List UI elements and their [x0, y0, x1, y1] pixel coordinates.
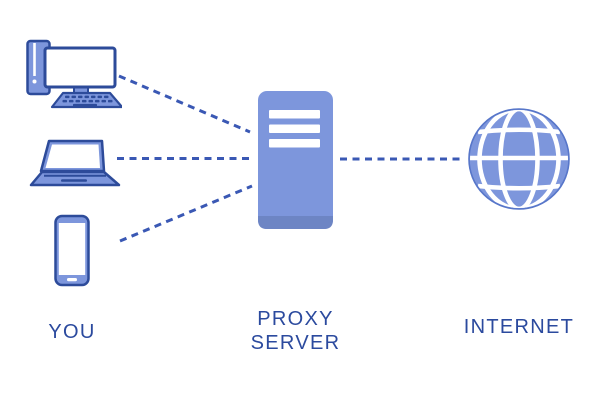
connection-phone-proxy — [119, 184, 253, 243]
smartphone-icon — [54, 214, 90, 287]
laptop-icon — [29, 139, 123, 189]
proxy-server-label-line2: SERVER — [250, 332, 341, 354]
you-label: YOU — [48, 321, 96, 343]
desktop-computer-icon — [26, 39, 122, 109]
proxy-server-label: PROXY SERVER — [240, 307, 351, 355]
server-tower-icon — [258, 91, 333, 229]
connection-desktop-proxy — [118, 74, 251, 134]
proxy-server-label-line1: PROXY — [257, 308, 334, 330]
internet-label: INTERNET — [463, 316, 575, 338]
globe-icon — [467, 107, 571, 211]
